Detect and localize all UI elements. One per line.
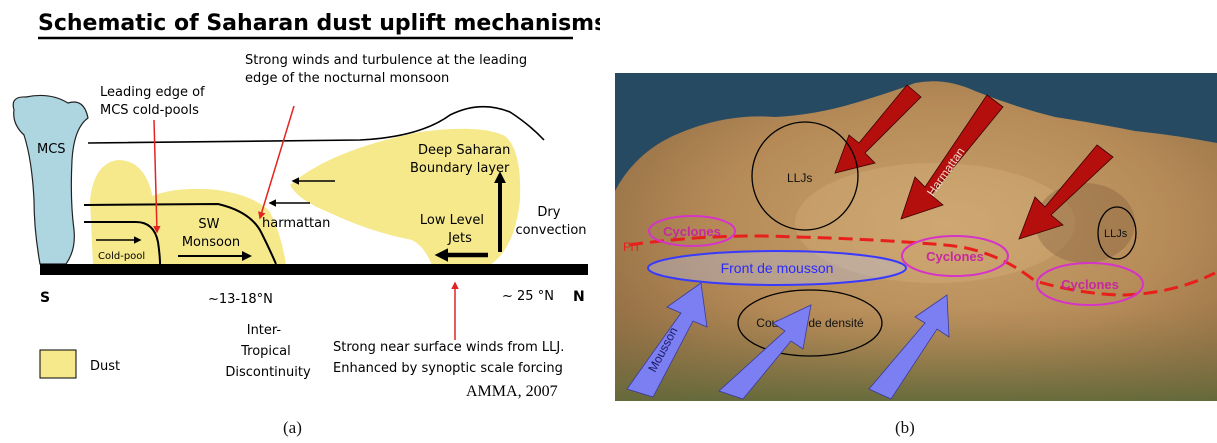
label-jets: Jets (447, 231, 472, 246)
svg-text:SW Monsoon: SW Monsoon (182, 217, 240, 250)
cold-pool-boundary-line (84, 221, 161, 265)
llj-west-ellipse (751, 121, 859, 231)
label-sw: SW (198, 217, 219, 232)
label-cold-pool: Cold-pool (98, 251, 145, 262)
pointer-monsoon-edge (258, 105, 295, 220)
label-harmattan: harmattan (262, 216, 330, 231)
dust-cold-pool-region (90, 160, 153, 265)
harmattan-arrow-1 (834, 84, 922, 174)
label-dry-2: convection (515, 223, 586, 238)
mousson-arrow-3 (868, 294, 950, 400)
label-lat-itd: ~13-18°N (208, 292, 273, 307)
svg-text:Strong winds and turbulence at: Strong winds and turbulence at the leadi… (245, 53, 531, 86)
pointer-cold-pool-edge (153, 119, 161, 234)
mcs-cloud (12, 94, 89, 265)
label-dry-1: Dry (537, 205, 560, 220)
mousson-arrow-2 (718, 304, 812, 400)
cyclones-east-ellipse (1036, 262, 1144, 306)
svg-text:Strong near surface winds from: Strong near surface winds from LLJ. Enha… (333, 340, 568, 376)
label-front-mousson: Front de mousson (721, 260, 834, 276)
itf-dashed-line (628, 234, 1216, 297)
llj-east-ellipse (1097, 206, 1137, 260)
schematic-title: Schematic of Saharan dust uplift mechani… (38, 11, 600, 36)
svg-text:Low Level Jets: Low Level Jets (420, 213, 488, 246)
harmattan-arrow-3 (1018, 144, 1114, 240)
label-mcs: MCS (37, 142, 66, 157)
dust-uplift-schematic: Schematic of Saharan dust uplift mechani… (12, 11, 600, 400)
label-deep-saharan-1: Deep Saharan (418, 143, 510, 158)
mousson-arrow-1 (626, 282, 708, 398)
front-mousson-ellipse (647, 250, 907, 286)
svg-text:Leading edge of MCS cold-p: Leading edge of MCS cold-pools (100, 85, 209, 118)
dust-harmattan-plume (290, 128, 521, 265)
source-credit: AMMA, 2007 (466, 383, 558, 400)
label-llj-east: LLJs (1104, 228, 1128, 240)
svg-text:Deep Saharan Boundary laye: Deep Saharan Boundary layer (410, 143, 515, 176)
label-strong-winds-1: Strong winds and turbulence at the leadi… (245, 53, 527, 68)
label-leading-edge-1: Leading edge of (100, 85, 205, 100)
monsoon-boundary-line (83, 202, 277, 265)
label-south: S (40, 290, 50, 306)
legend-dust-swatch (39, 349, 77, 379)
desert-light-patch (795, 163, 1075, 283)
svg-text:Dry convection: Dry convection (515, 205, 586, 238)
label-itd-3: Discontinuity (225, 365, 311, 380)
label-cyclones-east: Cyclones (1061, 277, 1119, 292)
label-strong-winds-2: edge of the nocturnal monsoon (245, 71, 449, 86)
label-low-level: Low Level (420, 213, 484, 228)
label-near-surface-1: Strong near surface winds from LLJ. (333, 340, 564, 355)
label-deep-saharan-2: Boundary layer (410, 161, 510, 176)
caption-b: (b) (895, 418, 915, 437)
sahara-map: Harmattan LLJs LLJs FIT Cyclones Cyclone… (615, 73, 1217, 401)
label-monsoon: Monsoon (182, 235, 240, 250)
label-leading-edge-2: MCS cold-pools (100, 103, 199, 118)
label-itd-1: Inter- (247, 323, 282, 338)
label-cyclones-west: Cyclones (663, 224, 721, 239)
svg-text:Inter- Tropical Discon: Inter- Tropical Discontinuity (225, 323, 311, 380)
ground-bar (40, 264, 588, 275)
caption-a: (a) (283, 418, 302, 437)
harmattan-arrow-2 (900, 94, 1004, 220)
legend-dust-label: Dust (90, 359, 120, 374)
boundary-layer-line (87, 105, 545, 144)
label-cyclones-center: Cyclones (926, 249, 984, 264)
label-lat-25: ~ 25 °N (502, 289, 554, 304)
label-near-surface-2: Enhanced by synoptic scale forcing (333, 361, 563, 376)
label-itd-2: Tropical (240, 344, 291, 359)
label-north: N (573, 289, 585, 305)
cyclones-center-ellipse (901, 235, 1009, 277)
cyclones-west-ellipse (648, 215, 736, 247)
dust-monsoon-region (150, 188, 286, 265)
courants-densite-ellipse (737, 289, 883, 357)
label-fit: FIT (623, 240, 642, 254)
label-llj-west: LLJs (787, 171, 812, 185)
